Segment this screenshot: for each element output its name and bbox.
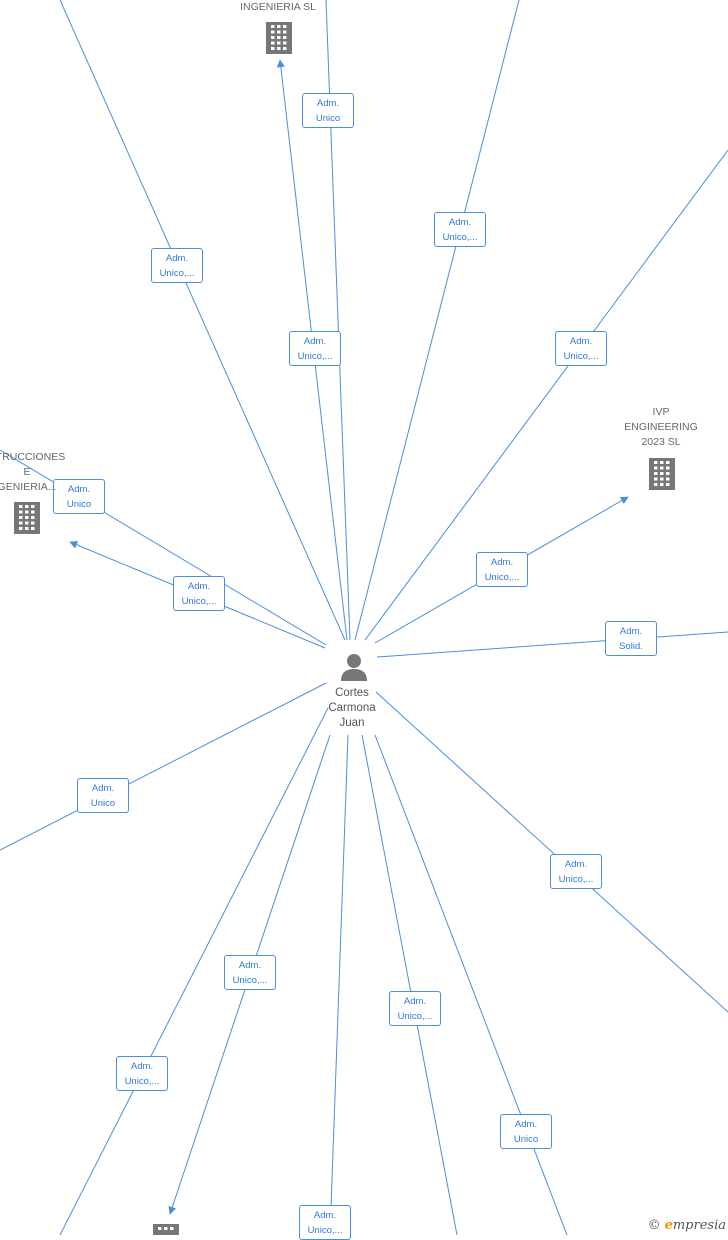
role-label-line: Unico,... — [297, 350, 333, 362]
role-label[interactable]: Adm. Unico,... — [224, 954, 276, 990]
role-label[interactable]: Adm. Unico,... — [116, 1055, 168, 1091]
role-label[interactable]: Adm. Unico,... — [173, 575, 225, 611]
role-label-line: Adm. — [514, 1118, 538, 1130]
relationship-edge — [361, 734, 458, 1235]
role-label-line: Adm. — [490, 556, 514, 568]
role-label-line: Unico,... — [124, 1075, 160, 1087]
role-label[interactable]: Adm. Unico,... — [389, 990, 441, 1026]
role-label-line: Unico — [513, 1133, 539, 1145]
brand-initial: e — [664, 1218, 673, 1233]
role-label[interactable]: Adm. Unico — [302, 92, 354, 128]
company-name-line: 2023 SL — [641, 436, 681, 448]
role-label-line: Adm. — [619, 625, 643, 637]
person-name-line: Cortes — [335, 687, 369, 699]
company-name-line: E — [23, 466, 31, 478]
role-label-line: Unico,... — [397, 1010, 433, 1022]
relationship-edge — [59, 707, 329, 1235]
person-name-line: Carmona — [328, 702, 376, 714]
role-label[interactable]: Adm. Unico,... — [555, 330, 607, 366]
role-label[interactable]: Adm. Unico,... — [299, 1204, 351, 1240]
role-label-line: Adm. — [403, 995, 427, 1007]
role-label-line: Unico,... — [307, 1224, 343, 1236]
company-name-line: GENIERIA... — [0, 481, 57, 493]
copyright-symbol: © — [647, 1218, 661, 1233]
role-label-line: Adm. — [316, 97, 340, 109]
role-label[interactable]: Adm. Unico — [500, 1113, 552, 1149]
role-label-line: Adm. — [187, 580, 211, 592]
relationship-edge — [376, 631, 728, 658]
company-name-line: ENGINEERING — [624, 421, 698, 433]
relationship-edge — [374, 734, 568, 1235]
role-label-line: Solid. — [619, 640, 643, 652]
building-icon[interactable] — [14, 502, 40, 534]
company-name-line: IVP — [652, 406, 670, 418]
company-label-ingenieria[interactable]: INGENIERIA SL — [223, 0, 333, 15]
company-label-ivp-engineering[interactable]: IVP ENGINEERING 2023 SL — [606, 405, 716, 450]
role-label-line: Unico — [315, 112, 341, 124]
person-name-line: Juan — [339, 717, 365, 729]
role-label-line: Adm. — [448, 216, 472, 228]
company-label-construcciones[interactable]: STRUCCIONES E GENIERIA... — [0, 450, 82, 495]
company-name-line: STRUCCIONES — [0, 451, 66, 463]
role-label-line: Adm. — [67, 483, 91, 495]
role-label-line: Unico — [90, 797, 116, 809]
role-label-line: Adm. — [303, 335, 327, 347]
role-label-line: Unico,... — [159, 267, 195, 279]
role-label[interactable]: Adm. Solid. — [605, 620, 657, 656]
relationship-edge — [0, 682, 327, 851]
role-label-line: Unico,... — [484, 571, 520, 583]
relationship-edge — [364, 149, 728, 641]
role-label-line: Adm. — [91, 782, 115, 794]
role-label-line: Adm. — [238, 959, 262, 971]
role-label-line: Adm. — [313, 1209, 337, 1221]
relationship-edge — [59, 0, 346, 641]
role-label[interactable]: Adm. Unico,... — [550, 853, 602, 889]
role-label[interactable]: Adm. Unico — [53, 478, 105, 514]
empresia-watermark: ©empresia — [648, 1218, 726, 1233]
role-label-line: Adm. — [569, 335, 593, 347]
role-label[interactable]: Adm. Unico,... — [289, 330, 341, 366]
role-label[interactable]: Adm. Unico — [77, 777, 129, 813]
role-label-line: Unico,... — [563, 350, 599, 362]
role-label-line: Unico,... — [232, 974, 268, 986]
role-label-line: Adm. — [165, 252, 189, 264]
role-label-line: Unico,... — [181, 595, 217, 607]
role-label[interactable]: Adm. Unico,... — [434, 211, 486, 247]
company-name-line: INGENIERIA SL — [240, 1, 316, 13]
role-label[interactable]: Adm. Unico,... — [151, 247, 203, 283]
role-label-line: Unico — [66, 498, 92, 510]
relationship-edge — [354, 0, 520, 641]
role-label[interactable]: Adm. Unico,... — [476, 551, 528, 587]
building-icon[interactable] — [266, 22, 292, 54]
building-icon[interactable] — [153, 1224, 179, 1235]
person-icon[interactable] — [339, 652, 369, 687]
role-label-line: Adm. — [130, 1060, 154, 1072]
role-label-line: Unico,... — [558, 873, 594, 885]
relationship-edge — [375, 691, 728, 1013]
role-label-line: Unico,... — [442, 231, 478, 243]
building-icon[interactable] — [649, 458, 675, 490]
role-label-line: Adm. — [564, 858, 588, 870]
relationship-edge — [329, 734, 349, 1235]
brand-name: mpresia — [672, 1218, 726, 1233]
person-name[interactable]: Cortes Carmona Juan — [312, 686, 392, 731]
